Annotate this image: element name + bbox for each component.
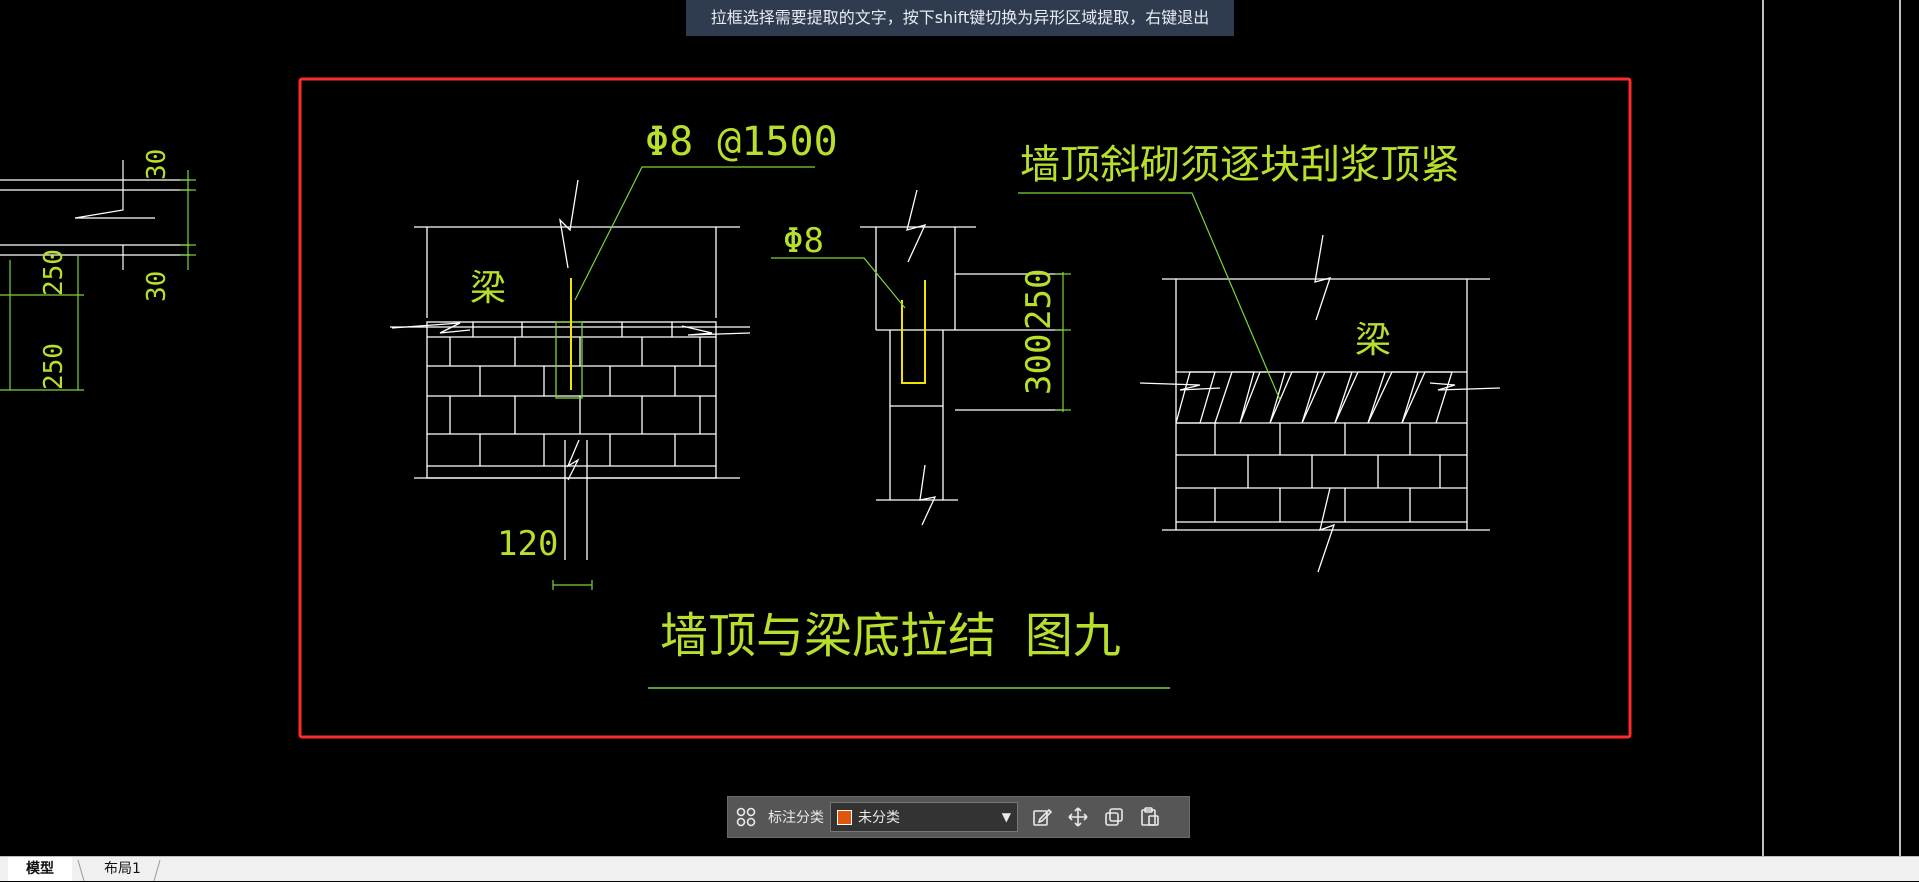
left-dim-30-top: 30 bbox=[142, 149, 172, 180]
layout-tab-bar: 模型 布局1 bbox=[0, 856, 1919, 882]
move-icon[interactable] bbox=[1060, 799, 1096, 835]
selection-frame[interactable] bbox=[298, 77, 1632, 739]
annotation-toolbar: 标注分类 未分类 ▼ bbox=[727, 796, 1190, 838]
detail2-dim-bottom: 300 bbox=[1019, 334, 1059, 395]
tab-layout1[interactable]: 布局1 bbox=[104, 861, 141, 877]
chevron-down-icon: ▼ bbox=[1001, 810, 1011, 824]
left-partial-detail bbox=[0, 160, 196, 391]
detail-1 bbox=[390, 166, 815, 590]
left-dim-250-bottom: 250 bbox=[39, 343, 69, 390]
copy-icon[interactable] bbox=[1096, 799, 1132, 835]
detail1-beam-label: 梁 bbox=[470, 268, 506, 309]
tab-model[interactable]: 模型 bbox=[8, 857, 72, 881]
edit-icon[interactable] bbox=[1024, 799, 1060, 835]
annotation-category-select[interactable]: 未分类 ▼ bbox=[830, 802, 1018, 832]
detail1-rebar-label: Φ8 @1500 bbox=[645, 119, 838, 165]
grid-icon[interactable] bbox=[728, 799, 764, 835]
detail2-dim-top: 250 bbox=[1019, 269, 1059, 330]
category-color-swatch bbox=[837, 809, 852, 825]
annotation-category-label: 标注分类 bbox=[768, 810, 824, 826]
detail-3 bbox=[1018, 192, 1501, 573]
detail3-beam-label: 梁 bbox=[1355, 320, 1391, 361]
detail1-dim-width: 120 bbox=[497, 524, 558, 564]
paste-icon[interactable] bbox=[1132, 799, 1168, 835]
category-select-value: 未分类 bbox=[858, 810, 900, 826]
tab-separators bbox=[77, 859, 161, 882]
extract-hint-bar: 拉框选择需要提取的文字，按下shift键切换为异形区域提取，右键退出 bbox=[686, 0, 1234, 36]
detail-2 bbox=[771, 189, 1071, 526]
drawing-caption: 墙顶与梁底拉结 图九 bbox=[660, 608, 1121, 664]
detail2-rebar-label: Φ8 bbox=[783, 221, 824, 261]
left-dim-30-bottom: 30 bbox=[142, 271, 172, 302]
left-dim-250-top: 250 bbox=[39, 249, 69, 296]
detail3-note: 墙顶斜砌须逐块刮浆顶紧 bbox=[1020, 142, 1460, 188]
